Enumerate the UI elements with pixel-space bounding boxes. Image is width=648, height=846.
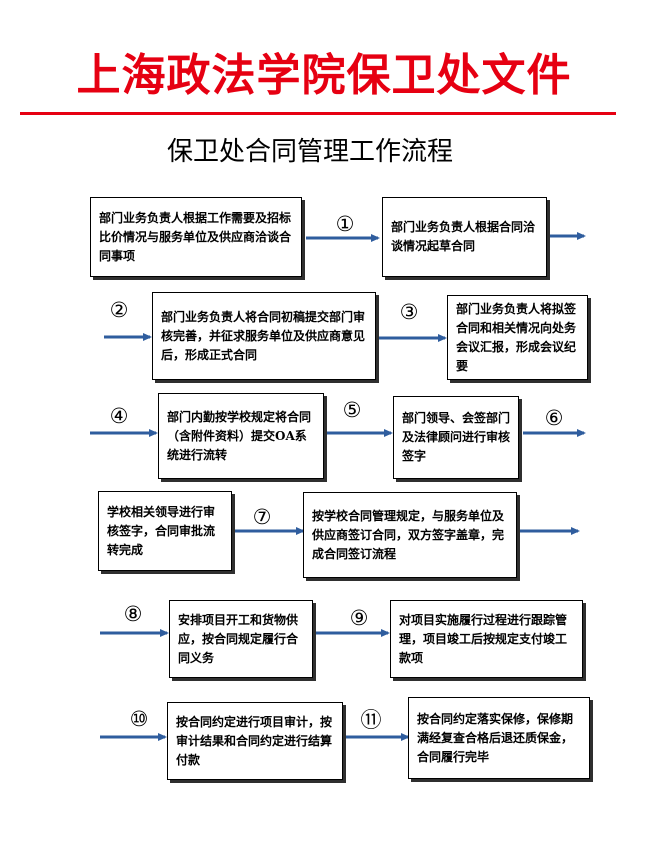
step-text-12: 按合同约定落实保修，保修期满经复查合格后退还质保金，合同履行完毕 bbox=[417, 711, 574, 764]
step-number-6: ⑥ bbox=[544, 406, 564, 430]
step-text-5: 部门内勤按学校规定将合同（含附件资料）提交OA系统进行流转 bbox=[167, 409, 312, 462]
step-text-11: 按合同约定进行项目审计，按审计结果和合同约定进行结算付款 bbox=[176, 714, 333, 767]
step-text-6: 部门领导、会签部门及法律顾问进行审核签字 bbox=[402, 411, 511, 463]
step-number-10: ⑩ bbox=[129, 707, 149, 731]
step-number-9: ⑨ bbox=[349, 606, 369, 630]
step-text-2: 部门业务负责人根据合同洽谈情况起草合同 bbox=[391, 220, 536, 253]
step-text-4: 部门业务负责人将拟签合同和相关情况向处务会议汇报，形成会议纪要 bbox=[456, 301, 577, 373]
step-box-1: 部门业务负责人根据工作需要及招标比价情况与服务单位及供应商洽谈合同事项 bbox=[90, 197, 302, 277]
step-box-10: 对项目实施履行过程进行跟踪管理，项目竣工后按规定支付竣工款项 bbox=[390, 600, 583, 678]
step-text-10: 对项目实施履行过程进行跟踪管理，项目竣工后按规定支付竣工款项 bbox=[399, 612, 568, 665]
step-box-2: 部门业务负责人根据合同洽谈情况起草合同 bbox=[382, 197, 547, 277]
step-text-3: 部门业务负责人将合同初稿提交部门审核完善，并征求服务单位及供应商意见后，形成正式… bbox=[161, 309, 366, 362]
step-box-9: 安排项目开工和货物供应，按合同规定履行合同义务 bbox=[169, 600, 313, 678]
step-number-3: ③ bbox=[399, 300, 419, 324]
step-text-1: 部门业务负责人根据工作需要及招标比价情况与服务单位及供应商洽谈合同事项 bbox=[99, 210, 292, 263]
step-number-11: ⑪ bbox=[360, 708, 382, 732]
step-box-11: 按合同约定进行项目审计，按审计结果和合同约定进行结算付款 bbox=[167, 702, 343, 780]
step-number-8: ⑧ bbox=[123, 602, 143, 626]
step-box-6: 部门领导、会签部门及法律顾问进行审核签字 bbox=[393, 396, 519, 479]
step-box-3: 部门业务负责人将合同初稿提交部门审核完善，并征求服务单位及供应商意见后，形成正式… bbox=[152, 292, 376, 380]
step-box-4: 部门业务负责人将拟签合同和相关情况向处务会议汇报，形成会议纪要 bbox=[447, 295, 588, 380]
step-box-12: 按合同约定落实保修，保修期满经复查合格后退还质保金，合同履行完毕 bbox=[408, 697, 590, 779]
step-box-5: 部门内勤按学校规定将合同（含附件资料）提交OA系统进行流转 bbox=[158, 393, 324, 479]
step-text-8: 按学校合同管理规定，与服务单位及供应商签订合同，双方签字盖章，完成合同签订流程 bbox=[312, 508, 505, 561]
step-number-2: ② bbox=[109, 298, 129, 322]
step-number-7: ⑦ bbox=[252, 505, 272, 529]
step-text-9: 安排项目开工和货物供应，按合同规定履行合同义务 bbox=[178, 612, 299, 665]
step-number-1: ① bbox=[335, 212, 355, 236]
header-title: 上海政法学院保卫处文件 bbox=[76, 50, 572, 101]
header-divider bbox=[20, 112, 616, 115]
step-number-4: ④ bbox=[109, 404, 129, 428]
step-box-8: 按学校合同管理规定，与服务单位及供应商签订合同，双方签字盖章，完成合同签订流程 bbox=[303, 492, 517, 578]
step-text-7: 学校相关领导进行审核签字，合同审批流转完成 bbox=[107, 504, 216, 557]
step-box-7: 学校相关领导进行审核签字，合同审批流转完成 bbox=[98, 491, 232, 571]
step-number-5: ⑤ bbox=[342, 398, 362, 422]
document-title: 保卫处合同管理工作流程 bbox=[166, 137, 453, 167]
